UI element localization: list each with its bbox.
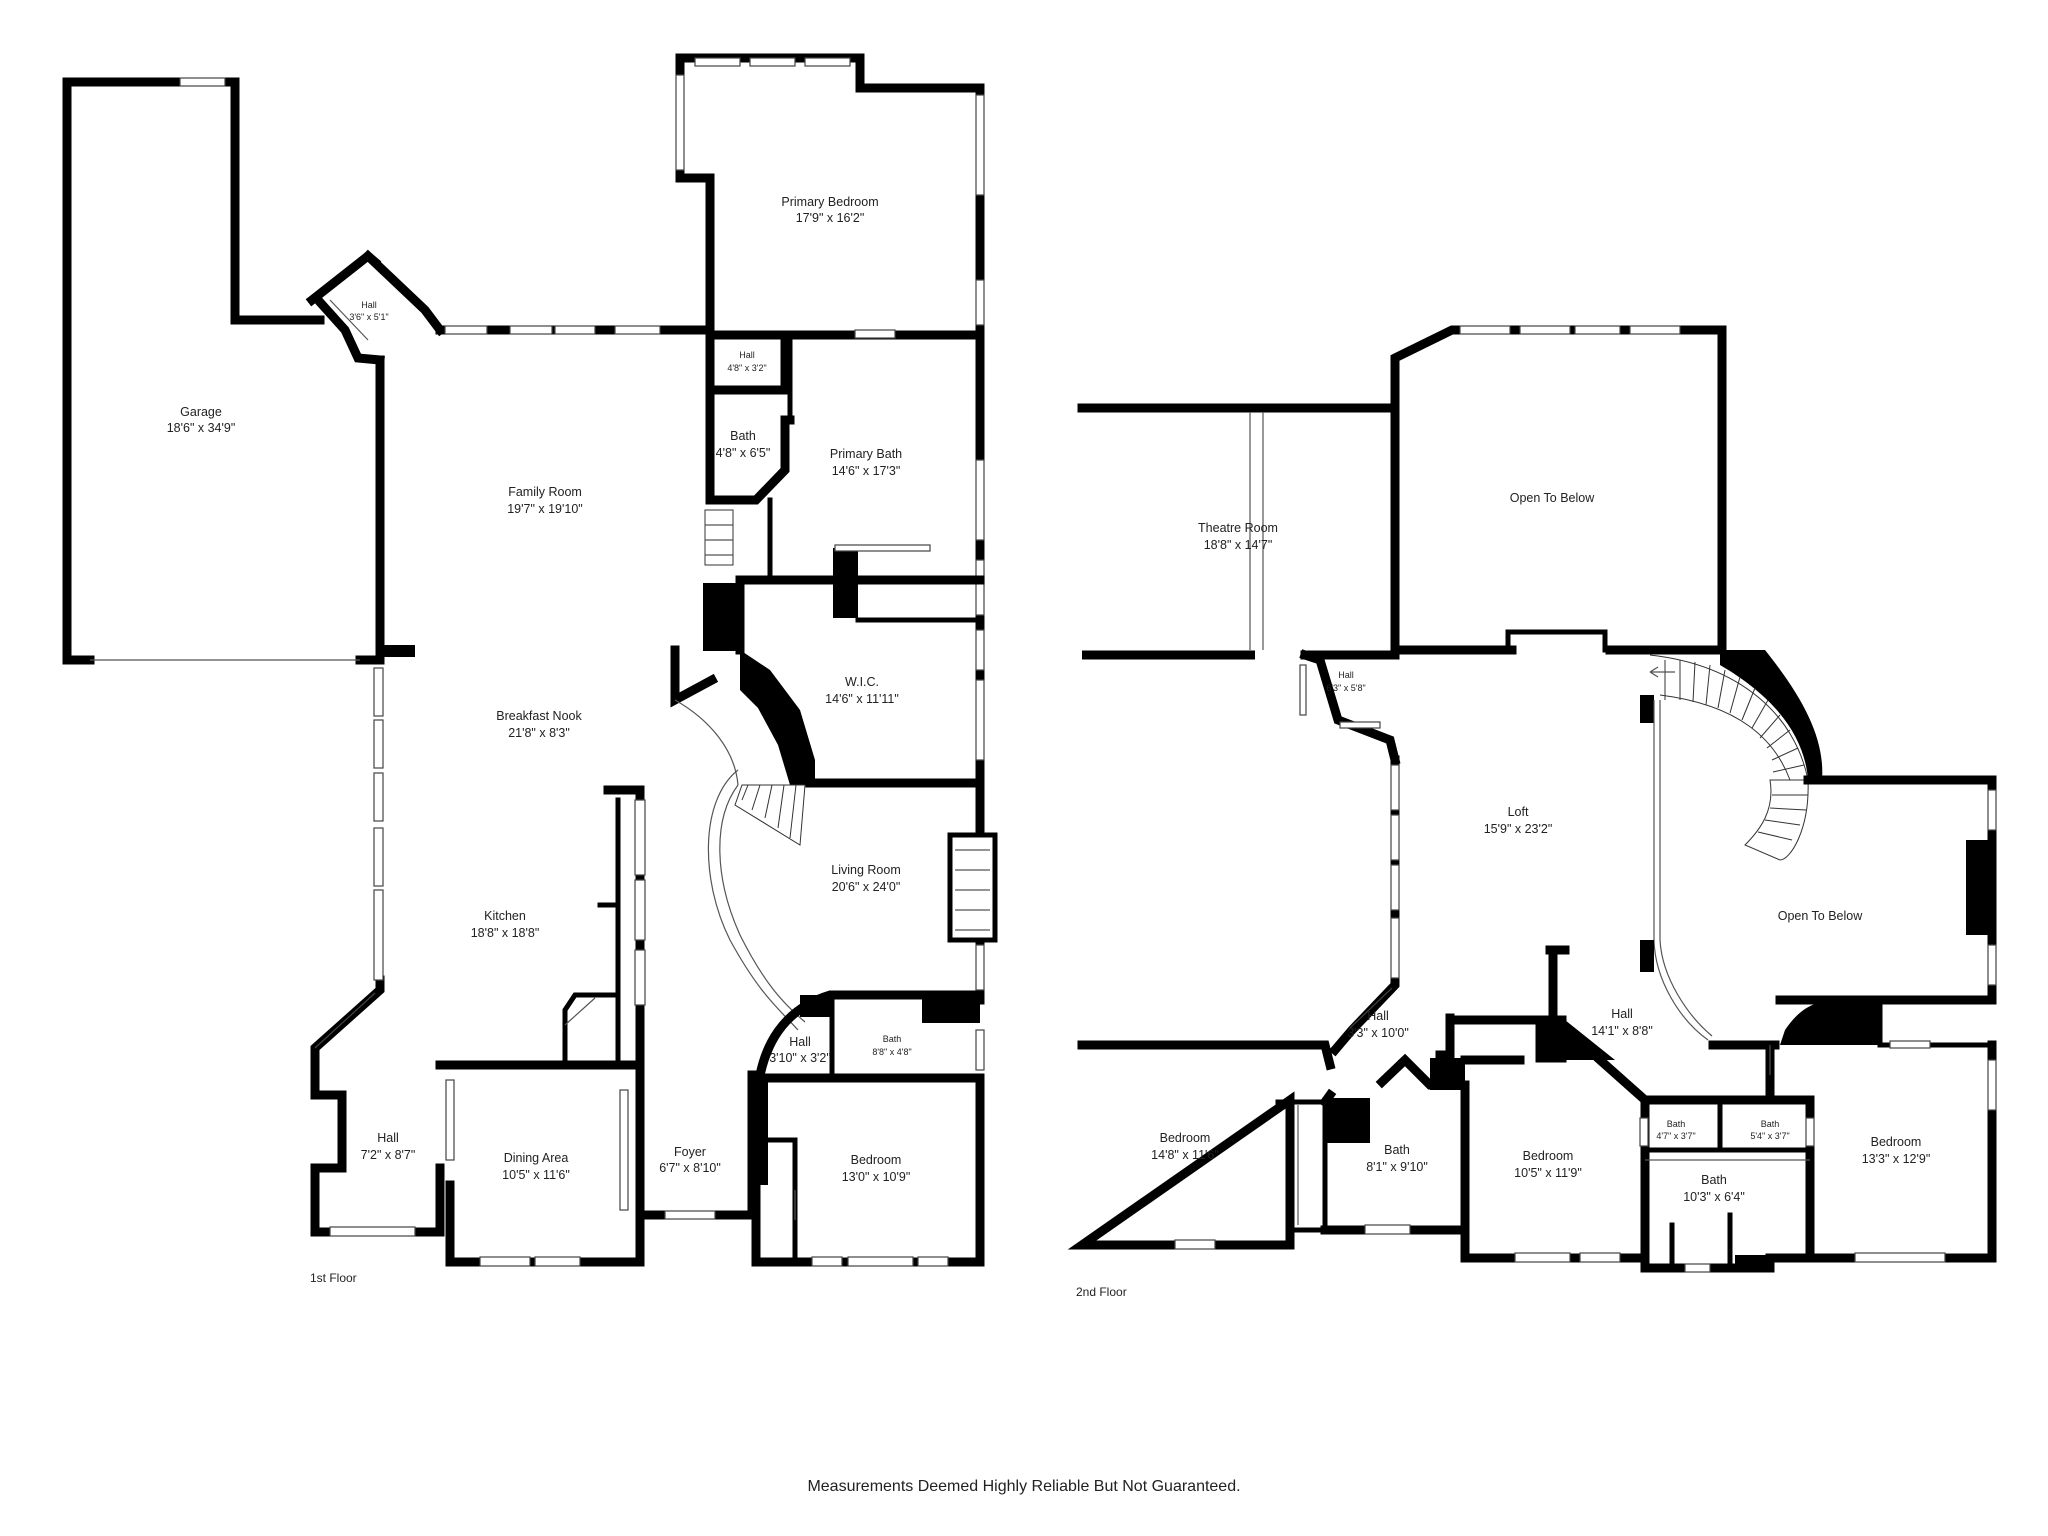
room-name: Loft [1508,805,1529,819]
kitchen-cabinets [562,785,646,1070]
room-name: Bath [1667,1119,1686,1129]
room-dims: 18'8" x 14'7" [1204,538,1273,552]
room-name: Bedroom [1160,1131,1211,1145]
room-dims: 6'7" x 8'10" [659,1161,721,1175]
theatre-room-walls [1077,403,1400,660]
room-name: Open To Below [1510,491,1596,505]
garage-walls [62,77,415,665]
room-dims: 19'7" x 19'10" [507,502,583,516]
room-dims: 6'3" x 5'8" [1326,683,1365,693]
room-name: Bedroom [851,1153,902,1167]
disclaimer-text: Measurements Deemed Highly Reliable But … [807,1478,1241,1495]
room-dims: 18'6" x 34'9" [167,421,236,435]
room-name: Family Room [508,485,582,499]
room-name: Bath [883,1034,902,1044]
room-name: Bedroom [1871,1135,1922,1149]
room-name: Hall [1367,1009,1389,1023]
room-name: W.I.C. [845,675,879,689]
room-name: Hall [361,300,377,310]
open-to-below-east-walls [1775,775,1997,1049]
room-name: Hall [789,1035,811,1049]
room-dims: 13'3" x 12'9" [1862,1152,1931,1166]
first-floor-plan [62,53,998,1267]
room-name: Living Room [831,863,900,877]
room-dims: 14'8" x 11'6" [1151,1148,1219,1162]
room-dims: 17'9" x 16'2" [796,211,865,225]
room-dims: 3'3" x 10'0" [1347,1026,1409,1040]
room-dims: 21'8" x 8'3" [508,726,570,740]
floor-label-2nd: 2nd Floor [1076,1285,1127,1299]
room-dims: 13'0" x 10'9" [842,1170,911,1184]
room-name: Garage [180,405,222,419]
bath-cluster-walls [1639,1095,1815,1273]
room-dims: 14'1" x 8'8" [1591,1024,1653,1038]
room-dims: 3'10" x 3'2" [769,1051,831,1065]
first-floor-bedroom-walls [751,1070,985,1267]
room-name: Open To Below [1778,909,1864,923]
room-dims: 8'8" x 4'8" [872,1047,911,1057]
dining-area-walls [435,1060,645,1267]
room-dims: 4'7" x 3'7" [1656,1131,1695,1141]
primary-bedroom-walls [675,53,985,340]
room-dims: 8'1" x 9'10" [1366,1160,1428,1174]
room-dims: 20'6" x 24'0" [832,880,901,894]
room-dims: 5'4" x 3'7" [1750,1131,1789,1141]
room-name: Primary Bedroom [781,195,878,209]
room-dims: 7'2" x 8'7" [361,1148,416,1162]
room-name: Breakfast Nook [496,709,582,723]
north-wall [435,325,715,335]
room-dims: 14'6" x 17'3" [832,464,901,478]
room-dims: 15'9" x 23'2" [1484,822,1553,836]
central-hall-walls [1435,945,1780,1063]
room-dims: 4'8" x 3'2" [727,363,766,373]
room-name: Kitchen [484,909,526,923]
room-dims: 3'6" x 5'1" [349,312,388,322]
room-name: Bedroom [1523,1149,1574,1163]
upper-bedroom-west-walls [1067,1040,1336,1250]
loft-west-walls [1328,755,1400,1057]
room-name: Bath [1701,1173,1727,1187]
room-labels: Garage 18'6" x 34'9" Hall 3'6" x 5'1" Pr… [167,195,1931,1204]
floor-label-1st: 1st Floor [310,1271,357,1285]
room-name: Hall [739,350,755,360]
room-dims: 10'3" x 6'4" [1683,1190,1745,1204]
room-name: Bath [1384,1143,1410,1157]
open-to-below-north-walls [1390,325,1727,655]
room-dims: 18'8" x 18'8" [471,926,540,940]
room-name: Hall [1338,670,1354,680]
upper-bedroom-east-walls [1765,1040,1997,1263]
upper-hall-walls [1299,649,1401,766]
room-dims: 4'8" x 6'5" [716,446,771,460]
room-name: Hall [1611,1007,1633,1021]
main-staircase [670,645,806,1031]
room-name: Dining Area [504,1151,569,1165]
living-room-walls [810,778,998,1005]
second-floor-plan [1067,325,1997,1273]
west-wall [310,355,445,1237]
room-dims: 14'6" x 11'11" [825,692,899,706]
room-name: Hall [377,1131,399,1145]
room-name: Primary Bath [830,447,902,461]
loft-railing [1640,695,1713,1041]
room-name: Bath [730,429,756,443]
room-dims: 10'5" x 11'6" [502,1168,570,1182]
upper-staircase [1649,650,1823,861]
room-dims: 10'5" x 11'9" [1514,1166,1582,1180]
room-name: Bath [1761,1119,1780,1129]
room-name: Foyer [674,1145,706,1159]
room-name: Theatre Room [1198,521,1278,535]
corner-hall-walls [305,249,447,365]
upper-bath-middle-walls [1318,1053,1470,1235]
primary-suite-walls [704,329,985,630]
first-floor-bath-walls [754,990,985,1083]
